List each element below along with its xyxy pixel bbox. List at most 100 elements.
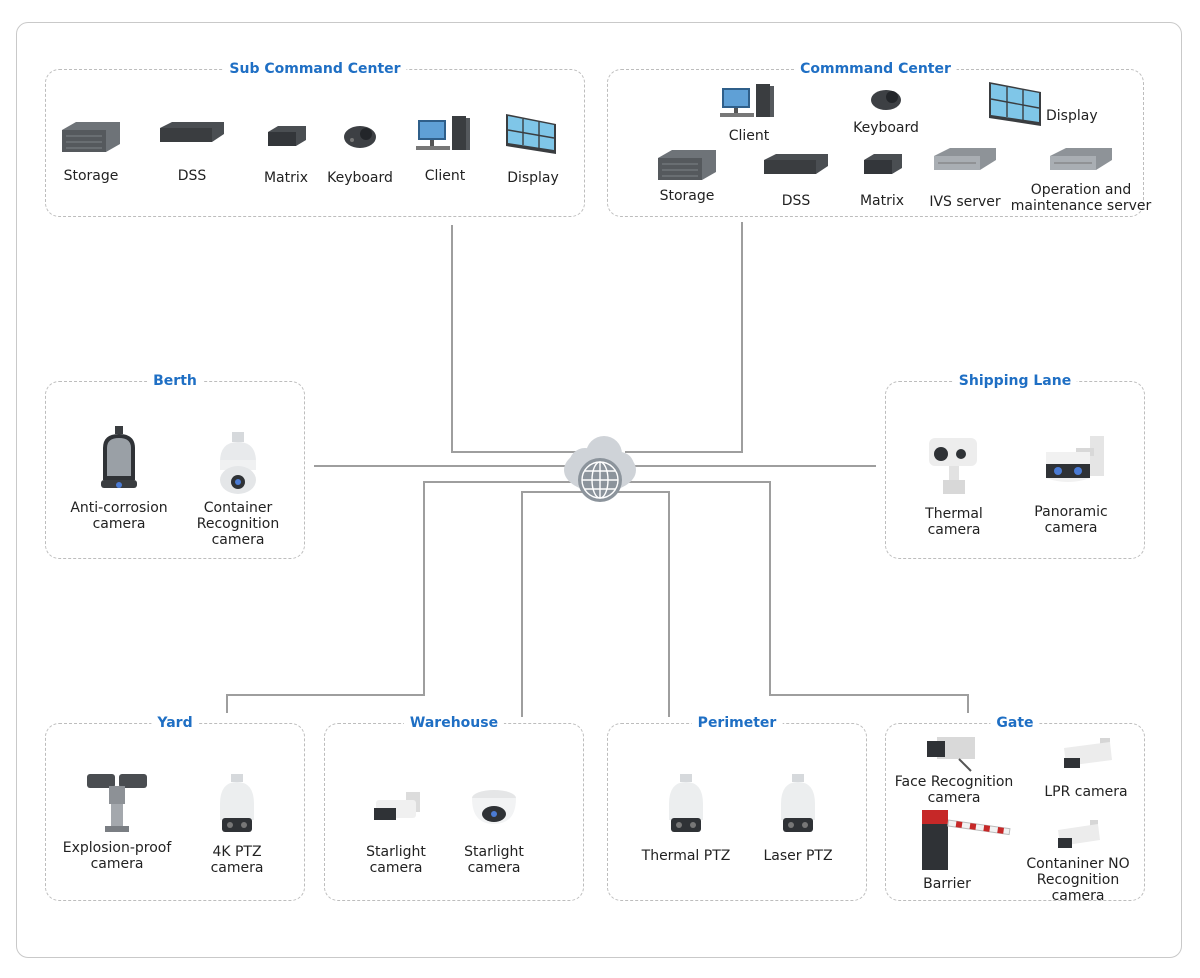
device-container-no-recognition-camera: Contaniner NO Recognition camera (1018, 818, 1138, 904)
keyboard-icon (871, 90, 901, 110)
group-warehouse: Warehouse (324, 713, 584, 901)
device-label: Thermal PTZ (641, 848, 731, 864)
device-label: Matrix (859, 193, 905, 209)
link-sub-command-center (451, 225, 585, 453)
rack-server-icon (934, 148, 996, 170)
device-label: Panoramic camera (1034, 504, 1108, 536)
device-label: Barrier (923, 876, 971, 892)
group-berth: Berth (45, 371, 305, 559)
housing-camera-icon (101, 426, 137, 488)
device-label: Storage (659, 188, 715, 204)
device-label: DSS (177, 168, 207, 184)
device-storage: Storage (654, 146, 720, 204)
device-barrier: Barrier (912, 808, 1012, 892)
device-keyboard: Keyboard (846, 86, 926, 136)
device-label: Keyboard (327, 170, 393, 186)
device-dss: DSS (760, 152, 832, 209)
ptz-camera-icon (669, 774, 703, 832)
device-label: DSS (781, 193, 811, 209)
device-storage: Storage (58, 118, 124, 184)
explosion-proof-camera-icon (87, 774, 147, 832)
link-yard (226, 481, 580, 713)
device-ivs-server: IVS server (926, 146, 1004, 210)
client-icon (720, 84, 774, 117)
storage-icon (62, 122, 120, 152)
device-laser-ptz: Laser PTZ (756, 774, 840, 864)
device-4k-ptz-camera: 4K PTZ camera (196, 774, 278, 876)
server-icon (160, 122, 224, 142)
matrix-icon (268, 126, 306, 146)
group-title: Perimeter (691, 713, 783, 733)
device-starlight-camera: Starlight camera (358, 786, 434, 876)
device-label: Storage (63, 168, 119, 184)
device-dss: DSS (156, 120, 228, 184)
ptz-camera-icon (220, 774, 254, 832)
device-label: Face Recognition camera (894, 774, 1014, 806)
link-gate (620, 481, 969, 713)
bullet-camera-icon (374, 792, 420, 820)
keyboard-icon (344, 126, 376, 148)
group-sub-command-center: Sub Command Center (45, 59, 585, 217)
dome-camera-icon (472, 790, 516, 824)
device-label: LPR camera (1044, 784, 1128, 800)
server-icon (764, 154, 828, 174)
device-starlight-dome-camera: Starlight camera (456, 786, 532, 876)
device-label: Anti-corrosion camera (70, 500, 168, 532)
device-display: Display (500, 110, 566, 186)
panoramic-camera-icon (1046, 436, 1104, 482)
device-anti-corrosion-camera: Anti-corrosion camera (60, 424, 178, 532)
device-label: Matrix (263, 170, 309, 186)
ptz-camera-icon (220, 432, 256, 494)
device-lpr-camera: LPR camera (1040, 734, 1132, 800)
device-matrix: Matrix (854, 152, 910, 209)
device-operation-maintenance-server: Operation and maintenance server (1008, 146, 1154, 214)
group-title: Shipping Lane (952, 371, 1078, 391)
lpr-camera-icon (1058, 820, 1100, 848)
box-camera-icon (927, 737, 975, 772)
group-title: Gate (990, 713, 1040, 733)
barrier-gate-icon (922, 810, 1011, 870)
group-yard: Yard (45, 713, 305, 901)
device-thermal-camera: Thermal camera (912, 432, 996, 538)
device-label: 4K PTZ camera (210, 844, 264, 876)
link-command-center (625, 222, 743, 453)
device-panoramic-camera: Panoramic camera (1024, 434, 1118, 536)
device-keyboard: Keyboard (322, 122, 398, 186)
device-label: Keyboard (853, 120, 919, 136)
device-label: Laser PTZ (763, 848, 833, 864)
device-explosion-proof-camera: Explosion-proof camera (54, 768, 180, 872)
device-container-recognition-camera: Container Recognition camera (194, 432, 282, 548)
device-label: Client (728, 128, 770, 144)
device-label: Thermal camera (925, 506, 983, 538)
device-label: Explosion-proof camera (62, 840, 172, 872)
group-title: Sub Command Center (223, 59, 407, 79)
group-shipping-lane: Shipping Lane (885, 371, 1145, 559)
device-client: Client (412, 112, 478, 184)
diagram-frame (16, 22, 1182, 958)
device-face-recognition-camera: Face Recognition camera (886, 731, 1022, 806)
device-label: IVS server (929, 194, 1001, 210)
display-wall-icon (506, 114, 556, 154)
matrix-icon (864, 154, 902, 174)
device-label: Display (1046, 108, 1098, 124)
group-title: Warehouse (403, 713, 505, 733)
globe-cloud-icon (564, 436, 636, 502)
group-title: Commmand Center (794, 59, 957, 79)
display-wall-icon (989, 82, 1041, 126)
thermal-camera-icon (929, 438, 977, 494)
ptz-camera-icon (781, 774, 815, 832)
group-perimeter: Perimeter (607, 713, 867, 901)
rack-server-icon (1050, 148, 1112, 170)
device-matrix: Matrix (258, 124, 314, 186)
device-label: Starlight camera (366, 844, 426, 876)
group-gate: Gate (885, 713, 1145, 901)
storage-icon (658, 150, 716, 180)
device-label: Container Recognition camera (196, 500, 280, 548)
device-display (985, 78, 1045, 130)
device-label: Display (507, 170, 559, 186)
group-title: Yard (151, 713, 199, 733)
link-warehouse (521, 491, 588, 717)
client-icon (416, 116, 470, 150)
lpr-camera-icon (1064, 738, 1112, 768)
